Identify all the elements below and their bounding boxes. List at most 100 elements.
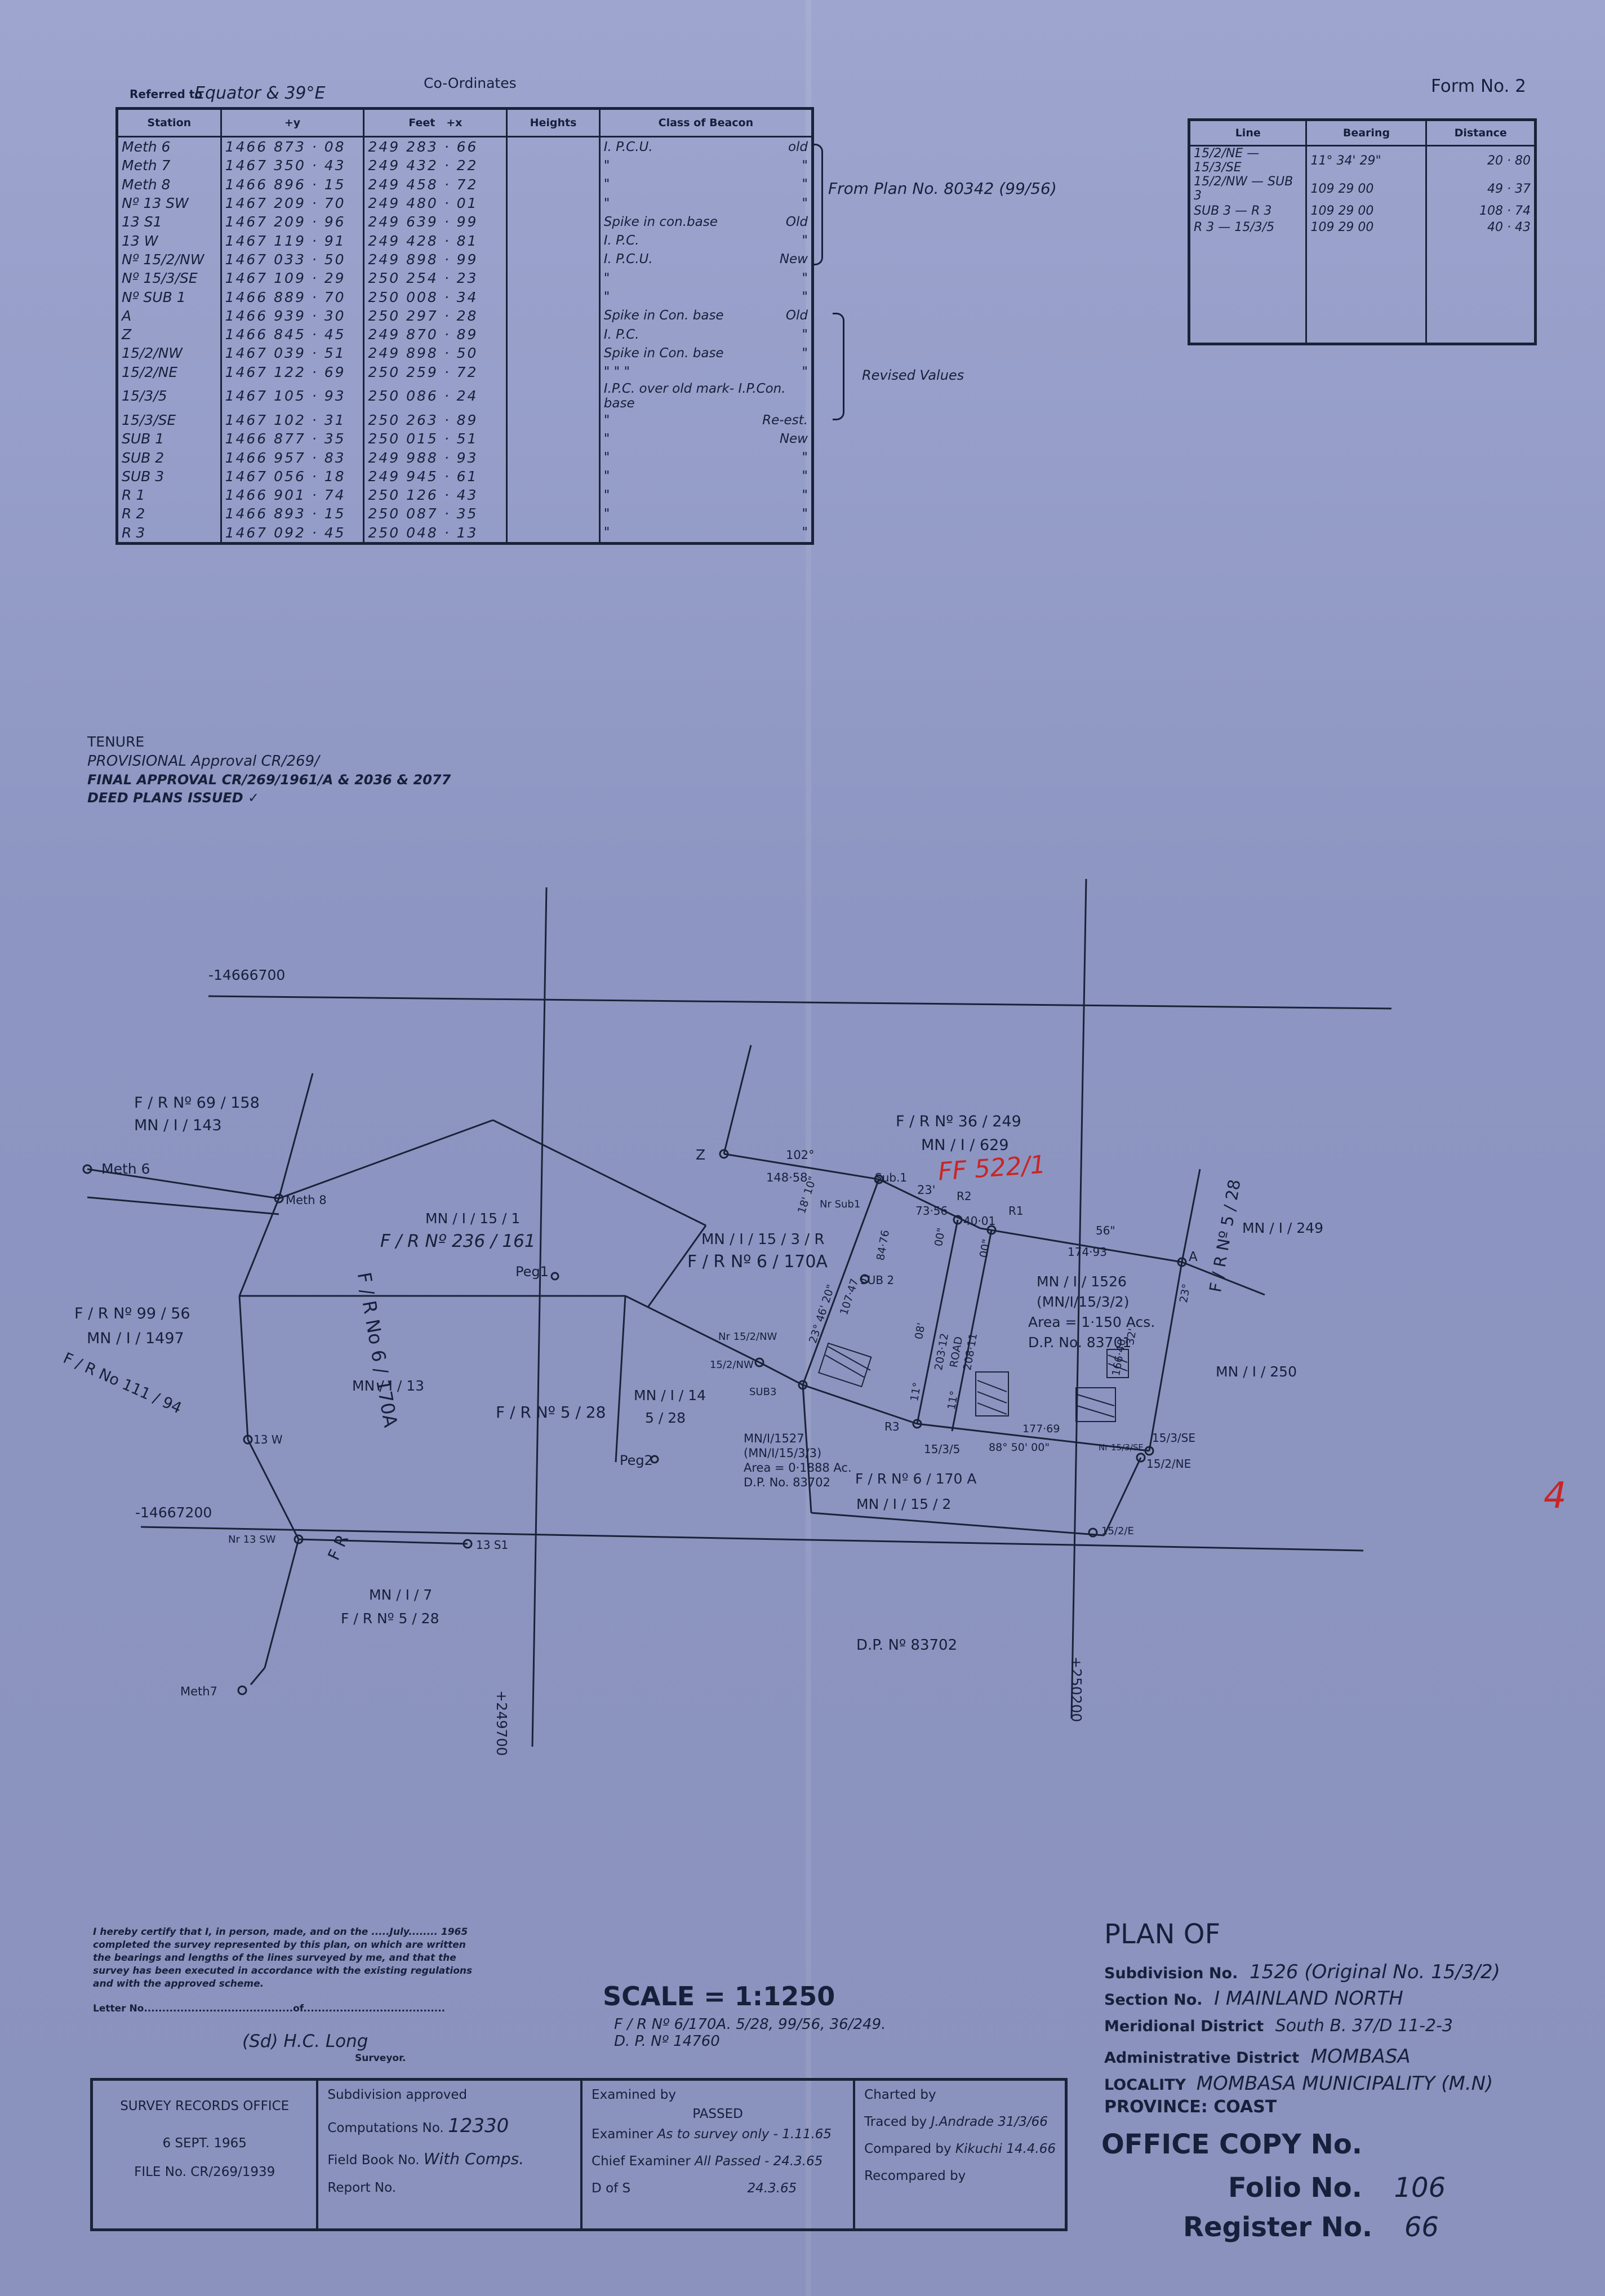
station-13s1: 13 S1: [476, 1538, 509, 1552]
header-distance: Distance: [1425, 119, 1536, 146]
height-cell: [506, 212, 601, 232]
x-coordinate-cell: 249 898 · 50: [363, 344, 508, 363]
header-heights: Heights: [506, 108, 601, 137]
station-nr-sub1: Nr Sub1: [820, 1198, 861, 1210]
beacon-class-cell: "": [598, 448, 814, 467]
parcel-fr-5-28: F / R Nº 5 / 28: [496, 1403, 606, 1422]
tenure-provisional: PROVISIONAL Approval CR/269/: [87, 753, 319, 770]
examination-cell: Examined by PASSED Examiner As to survey…: [580, 2078, 856, 2231]
station-cell: Z: [116, 325, 222, 344]
station-nr-15-3-se: Nr 15/3/SE: [1099, 1442, 1144, 1453]
scale-dp-number: D. P. Nº 14760: [614, 2033, 720, 2050]
x-coordinate-cell: 249 458 · 72: [363, 175, 508, 194]
height-cell: [506, 287, 601, 307]
header-bearing: Bearing: [1305, 119, 1428, 146]
height-cell: [506, 381, 601, 411]
x-coordinate-cell: 250 087 · 35: [363, 504, 508, 523]
station-cell: 13 W: [116, 231, 222, 250]
charting-cell: Charted by Traced by J.Andrade 31/3/66 C…: [853, 2078, 1068, 2231]
x-coordinate-cell: 249 432 · 22: [363, 156, 508, 175]
empty-cell: [1425, 236, 1536, 344]
y-coordinate-cell: 1467 119 · 91: [220, 231, 365, 250]
survey-records-cell: SURVEY RECORDS OFFICE 6 SEPT. 1965 FILE …: [90, 2078, 319, 2231]
height-cell: [506, 136, 601, 157]
station-nr13sw: Nr 13 SW: [228, 1534, 276, 1546]
parcel-mn-1526: MN / I / 1526(MN/I/15/3/2) Area = 1·150 …: [1028, 1273, 1155, 1351]
station-15-3-5: 15/3/5: [924, 1442, 961, 1456]
line-cell: 15/2/NW — SUB 3: [1188, 175, 1308, 203]
station-cell: R 3: [116, 523, 222, 544]
station-15-2-nw: 15/2/NW: [710, 1359, 754, 1371]
station-cell: SUB 2: [116, 448, 222, 467]
station-cell: R 2: [116, 504, 222, 523]
bearing-table-filler: [1188, 236, 1536, 344]
station-nr-15-2-nw: Nr 15/2/NW: [718, 1331, 777, 1343]
distance-cell: 108 · 74: [1425, 203, 1536, 219]
y-coordinate-cell: 1466 893 · 15: [220, 504, 365, 523]
x-coordinate-cell: 249 639 · 99: [363, 212, 508, 232]
height-cell: [506, 175, 601, 194]
beacon-class-cell: "": [598, 486, 814, 505]
coordinates-title: Co-Ordinates: [424, 75, 517, 91]
y-coordinate-cell: 1467 122 · 69: [220, 362, 365, 381]
distance-cell: 49 · 37: [1425, 175, 1536, 203]
height-cell: [506, 362, 601, 381]
station-cell: 13 S1: [116, 212, 222, 232]
dim-23: 23': [917, 1183, 936, 1197]
grid-label-west: +249700: [493, 1690, 510, 1756]
station-r2: R2: [957, 1189, 972, 1203]
beacon-class-cell: "": [598, 504, 814, 523]
bearing-cell: 11° 34' 29": [1305, 145, 1428, 175]
station-cell: Nº 13 SW: [116, 193, 222, 213]
peg-2: Peg2: [620, 1453, 653, 1468]
parcel-fr-6-170a: F / R Nº 6 / 170 A: [855, 1471, 977, 1487]
x-coordinate-cell: 250 126 · 43: [363, 486, 508, 505]
station-cell: 15/3/5: [116, 381, 222, 411]
parcel-mn-1527: MN/I/1527(MN/I/15/3/3) Area = 0·1888 Ac.…: [744, 1432, 852, 1489]
beacon-class-cell: "": [598, 193, 814, 213]
locality-row: LOCALITY MOMBASA MUNICIPALITY (M.N): [1104, 2072, 1493, 2095]
station-cell: Nº SUB 1: [116, 287, 222, 307]
beacon-class-cell: I. P.C.U.old: [598, 136, 814, 157]
section-row: Section No. I MAINLAND NORTH: [1104, 1987, 1403, 2010]
y-coordinate-cell: 1466 873 · 08: [220, 136, 365, 157]
fold-line: [806, 0, 811, 2296]
subdivision-row: Subdivision No. 1526 (Original No. 15/3/…: [1104, 1961, 1500, 1983]
y-coordinate-cell: 1466 901 · 74: [220, 486, 365, 505]
station-cell: Meth 8: [116, 175, 222, 194]
station-15-2-e: 15/2/E: [1101, 1525, 1134, 1537]
station-r3: R3: [884, 1420, 900, 1433]
distance-cell: 40 · 43: [1425, 219, 1536, 236]
y-coordinate-cell: 1466 845 · 45: [220, 325, 365, 344]
dim-56: 56": [1096, 1224, 1115, 1237]
plan-of-heading: PLAN OF: [1104, 1918, 1221, 1950]
grid-line-west: [531, 887, 548, 1747]
x-coordinate-cell: 249 945 · 61: [363, 467, 508, 486]
empty-cell: [1188, 236, 1308, 344]
office-record-table: SURVEY RECORDS OFFICE 6 SEPT. 1965 FILE …: [90, 2078, 1068, 2231]
height-cell: [506, 325, 601, 344]
station-cell: R 1: [116, 486, 222, 505]
meridional-row: Meridional District South B. 37/D 11-2-3: [1104, 2016, 1453, 2036]
margin-mark: 4: [1544, 1475, 1567, 1517]
height-cell: [506, 344, 601, 363]
station-15-2-ne: 15/2/NE: [1146, 1457, 1191, 1471]
